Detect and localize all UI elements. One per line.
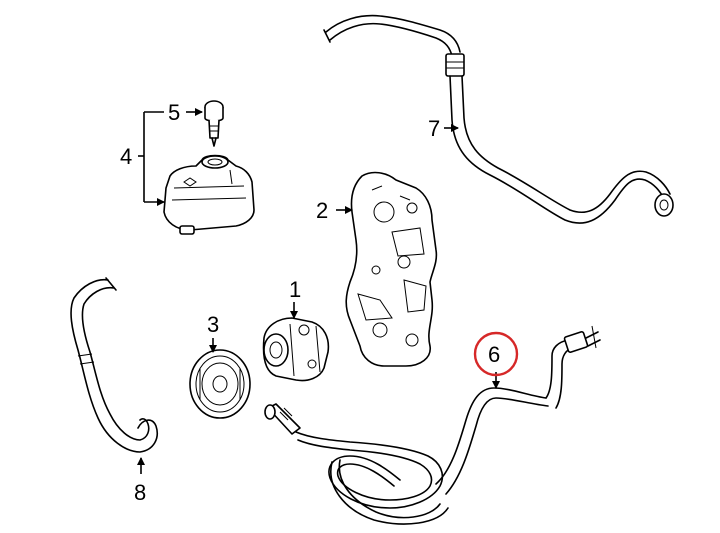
steering-pump <box>262 317 330 382</box>
callout-3: 3 <box>207 312 219 337</box>
supply-hose <box>70 277 158 453</box>
callout-6: 6 <box>488 342 500 367</box>
pump-bracket <box>345 171 438 367</box>
pump-pulley <box>189 349 251 419</box>
reservoir-cap <box>204 100 224 147</box>
leader-lines <box>137 108 500 474</box>
callout-4: 4 <box>120 144 132 169</box>
callout-7: 7 <box>428 116 440 141</box>
callout-1: 1 <box>289 277 301 302</box>
pressure-hose <box>264 325 601 525</box>
callouts: 1 2 3 4 5 6 7 8 <box>120 100 500 505</box>
callout-5: 5 <box>168 100 180 125</box>
return-hose-upper <box>323 14 674 224</box>
callout-8: 8 <box>134 480 146 505</box>
callout-2: 2 <box>316 198 328 223</box>
highlight-ring <box>473 331 519 377</box>
fluid-reservoir <box>163 154 255 235</box>
